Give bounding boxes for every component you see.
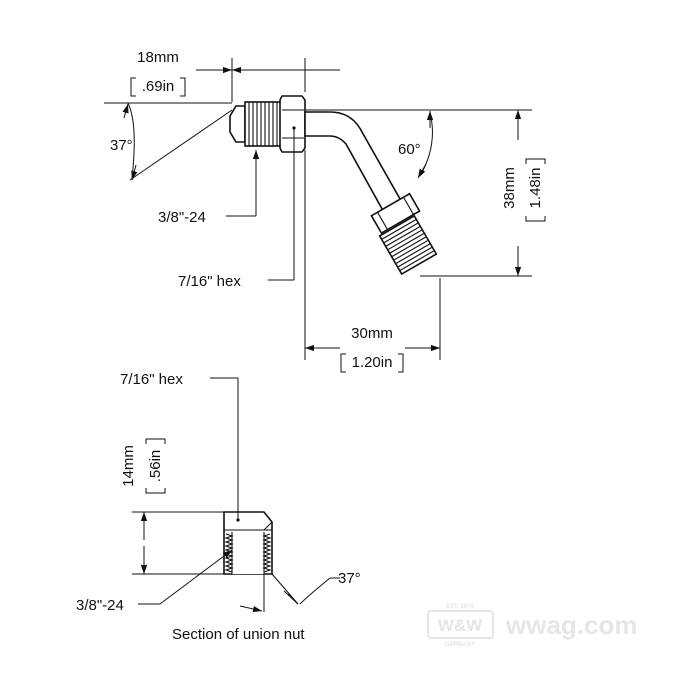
dimension-height: 38mm 1.48in	[420, 110, 546, 277]
union-nut-caption: Section of union nut	[172, 626, 305, 643]
dimension-width: 30mm 1.20in	[304, 150, 441, 373]
width-mm-label: 30mm	[351, 325, 393, 342]
brand-watermark: EST. 1979 W&W GERMANY wwag.com	[427, 604, 637, 648]
nut-length-mm-label: 14mm	[120, 445, 137, 487]
watermark-logo: W&W	[438, 616, 483, 635]
hex-callout: 7/16" hex	[178, 126, 296, 290]
bend-angle-callout: 60°	[305, 109, 532, 179]
height-mm-label: 38mm	[501, 167, 518, 209]
bend-angle-label: 60°	[398, 141, 421, 158]
length-in-label: .69in	[142, 78, 175, 95]
thread-label: 3/8"-24	[158, 209, 206, 226]
union-nut-section	[223, 511, 273, 575]
hex-label: 7/16" hex	[178, 273, 241, 290]
watermark-est: EST. 1979	[446, 604, 474, 610]
elbow-fitting	[229, 95, 438, 276]
nut-seat-angle-label: 37°	[338, 570, 361, 587]
flare-angle-label: 37°	[110, 137, 133, 154]
nut-hex-callout: 7/16" hex	[120, 371, 240, 522]
nut-thread-callout: 3/8"-24	[76, 549, 233, 614]
dimension-length: 18mm .69in	[130, 49, 340, 102]
nut-dimension-length: 14mm .56in	[120, 438, 224, 575]
nut-length-in-label: .56in	[147, 450, 164, 483]
height-in-label: 1.48in	[527, 168, 544, 209]
length-mm-label: 18mm	[137, 49, 179, 66]
flare-angle-callout: 37°	[104, 102, 233, 181]
thread-callout: 3/8"-24	[158, 150, 260, 226]
watermark-origin: GERMANY	[445, 642, 476, 648]
width-in-label: 1.20in	[352, 354, 393, 371]
nut-thread-label: 3/8"-24	[76, 597, 124, 614]
nut-seat-angle-callout: 37°	[239, 570, 361, 613]
nut-hex-label: 7/16" hex	[120, 371, 183, 388]
watermark-site: wwag.com	[505, 610, 637, 640]
